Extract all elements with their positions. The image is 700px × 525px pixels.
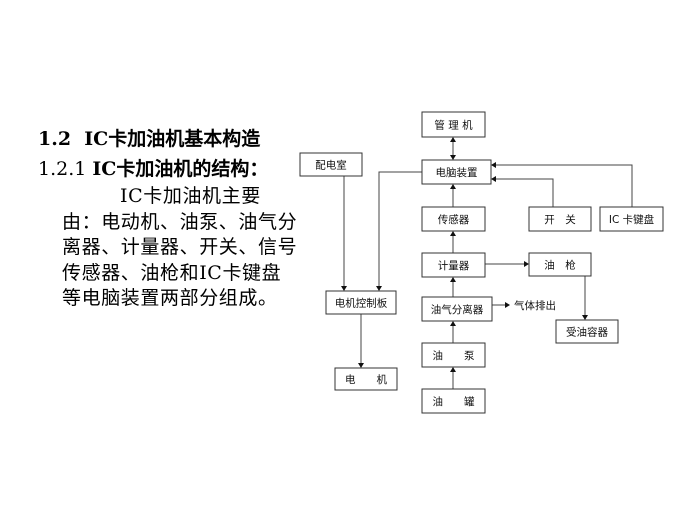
arrow-up-icon — [450, 137, 456, 142]
arrow-right-icon — [524, 261, 529, 267]
box-computer-label: 电脑装置 — [436, 166, 478, 179]
box-switch: 开 关 — [528, 206, 592, 232]
box-power-room-label: 配电室 — [315, 159, 347, 172]
connector-switch-computer — [496, 178, 554, 207]
arrow-up-icon — [450, 277, 456, 282]
box-power-room: 配电室 — [299, 152, 363, 177]
connector-computer-motorboard — [378, 171, 422, 286]
arrow-left-icon — [491, 162, 496, 168]
section-title: IC卡加油机基本构造 — [84, 128, 261, 150]
connector-keypad-computer — [496, 164, 633, 207]
box-motor-board-label: 电机控制板 — [335, 297, 388, 310]
box-computer: 电脑装置 — [421, 159, 492, 185]
arrow-down-icon — [358, 363, 364, 368]
box-motor: 电 机 — [334, 367, 398, 391]
box-ic-keypad-label: IC 卡键盘 — [609, 213, 655, 226]
arrow-down-icon — [376, 286, 382, 291]
arrow-down-icon — [341, 286, 347, 291]
box-meter-label: 计量器 — [438, 259, 470, 272]
section-number: 1.2 — [38, 128, 72, 150]
box-nozzle-label: 油 枪 — [544, 259, 576, 272]
arrow-up-icon — [450, 367, 456, 372]
box-motor-board: 电机控制板 — [325, 290, 397, 315]
box-separator-label: 油气分离器 — [431, 303, 484, 316]
box-tank: 油 罐 — [421, 388, 486, 414]
section-heading: 1.2 IC卡加油机基本构造 — [38, 124, 300, 154]
box-pump: 油 泵 — [421, 342, 486, 368]
subsection-heading: 1.2.1 IC卡加油机的结构： — [38, 154, 300, 184]
box-receiver: 受油容器 — [555, 319, 619, 344]
description-paragraph: IC卡加油机主要由：电动机、油泵、油气分离器、计量器、开关、信号传感器、油枪和I… — [62, 185, 298, 309]
connectors — [341, 137, 633, 389]
arrow-down-icon — [450, 155, 456, 160]
box-management-label: 管 理 机 — [434, 119, 473, 132]
arrow-down-icon — [582, 315, 588, 320]
arrow-up-icon — [450, 321, 456, 326]
arrow-left-icon — [491, 176, 496, 182]
box-sensor: 传感器 — [421, 206, 486, 232]
arrow-right-icon — [505, 302, 510, 308]
box-nozzle: 油 枪 — [528, 252, 592, 277]
box-separator: 油气分离器 — [421, 296, 493, 322]
box-receiver-label: 受油容器 — [566, 326, 608, 339]
box-switch-label: 开 关 — [544, 213, 576, 226]
box-meter: 计量器 — [421, 252, 486, 278]
subsection-number: 1.2.1 — [38, 158, 87, 180]
box-management: 管 理 机 — [421, 111, 486, 138]
box-sensor-label: 传感器 — [438, 213, 470, 226]
subsection-title: IC卡加油机的结构： — [92, 158, 269, 180]
box-ic-keypad: IC 卡键盘 — [599, 206, 664, 232]
text-block: 1.2 IC卡加油机基本构造 1.2.1 IC卡加油机的结构： IC卡加油机主要… — [38, 124, 300, 312]
box-motor-label: 电 机 — [345, 373, 387, 386]
arrow-up-icon — [450, 231, 456, 236]
arrow-up-icon — [450, 184, 456, 189]
box-pump-label: 油 泵 — [433, 349, 475, 362]
box-tank-label: 油 罐 — [433, 395, 475, 408]
gas-exhaust-label: 气体排出 — [514, 299, 556, 312]
